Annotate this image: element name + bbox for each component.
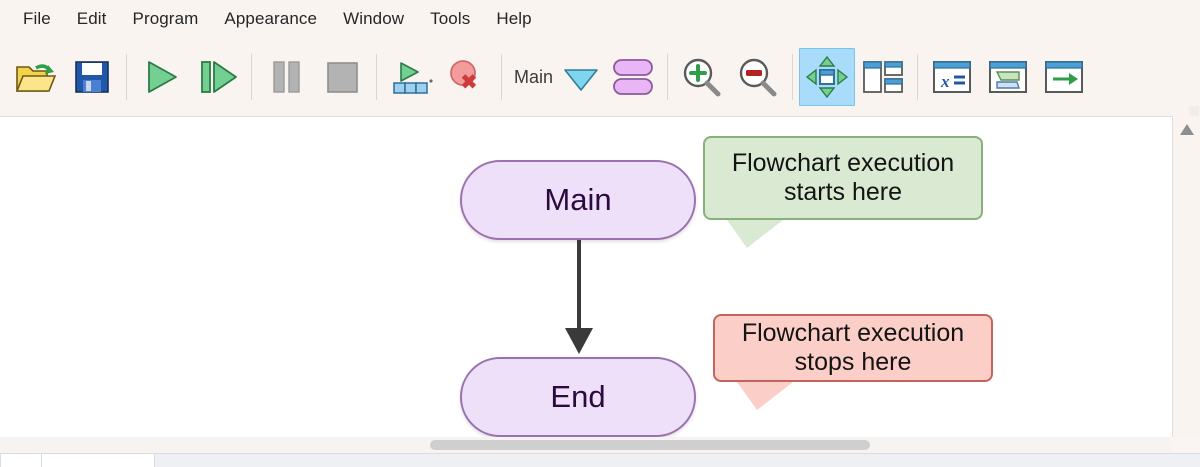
callout-start: Flowchart execution starts here xyxy=(703,136,983,250)
svg-text:x: x xyxy=(940,72,950,91)
callout-stop: Flowchart execution stops here xyxy=(713,314,993,412)
callout-start-text: Flowchart execution starts here xyxy=(731,148,955,207)
pause-icon[interactable] xyxy=(258,46,314,108)
open-file-icon[interactable] xyxy=(8,46,64,108)
toolbar-separator xyxy=(917,54,919,100)
callout-stop-text: Flowchart execution stops here xyxy=(741,318,965,377)
connector-line xyxy=(577,240,581,332)
menu-edit[interactable]: Edit xyxy=(76,9,107,28)
flowchart-node-main[interactable]: Main xyxy=(460,160,696,240)
function-dropdown[interactable]: Main xyxy=(508,46,605,108)
callout-start-tail xyxy=(727,220,783,248)
toolbar: Main xyxy=(0,38,1200,130)
menu-program[interactable]: Program xyxy=(132,9,199,28)
menu-file[interactable]: File xyxy=(23,9,51,28)
save-file-icon[interactable] xyxy=(64,46,120,108)
horizontal-scrollbar-thumb[interactable] xyxy=(430,440,870,450)
toolbar-separator xyxy=(251,54,252,100)
toolbar-separator xyxy=(667,54,669,100)
horizontal-scrollbar[interactable] xyxy=(0,437,1172,453)
console-window-icon[interactable] xyxy=(980,46,1036,108)
zoom-out-icon[interactable] xyxy=(730,46,786,108)
step-icon[interactable] xyxy=(189,46,245,108)
function-dropdown-label: Main xyxy=(514,66,554,87)
split-view-icon[interactable] xyxy=(855,46,911,108)
flowchart-canvas[interactable]: Main End Flowchart execution starts here… xyxy=(0,116,1172,438)
menu-tools[interactable]: Tools xyxy=(430,9,471,28)
run-icon[interactable] xyxy=(133,46,189,108)
menu-window[interactable]: Window xyxy=(343,9,405,28)
chevron-down-icon xyxy=(564,69,598,91)
status-cell-1 xyxy=(0,454,42,467)
toolbar-separator xyxy=(501,54,502,100)
status-bar xyxy=(0,453,1200,467)
flowchart-connector xyxy=(565,240,593,357)
menu-bar: File Edit Program Appearance Window Tool… xyxy=(0,0,1200,38)
callout-stop-tail xyxy=(737,382,793,410)
clear-breakpoints-icon[interactable] xyxy=(439,46,495,108)
variable-watch-icon[interactable]: x xyxy=(924,46,980,108)
flowchart-node-end[interactable]: End xyxy=(460,357,696,437)
output-window-icon[interactable] xyxy=(1036,46,1092,108)
menu-help[interactable]: Help xyxy=(496,9,532,28)
connector-arrowhead xyxy=(565,328,593,354)
fit-to-window-icon[interactable] xyxy=(799,48,856,106)
functions-icon[interactable] xyxy=(605,46,661,108)
toolbar-separator xyxy=(792,54,794,100)
menu-appearance[interactable]: Appearance xyxy=(224,9,318,28)
stop-icon[interactable] xyxy=(314,46,370,108)
toolbar-separator xyxy=(126,54,127,100)
run-to-breakpoint-icon[interactable] xyxy=(383,46,439,108)
toolbar-separator xyxy=(376,54,377,100)
status-cell-2 xyxy=(41,454,155,467)
vertical-scrollbar[interactable] xyxy=(1172,116,1200,437)
zoom-in-icon[interactable] xyxy=(674,46,730,108)
scroll-up-arrow-icon[interactable] xyxy=(1180,124,1194,135)
